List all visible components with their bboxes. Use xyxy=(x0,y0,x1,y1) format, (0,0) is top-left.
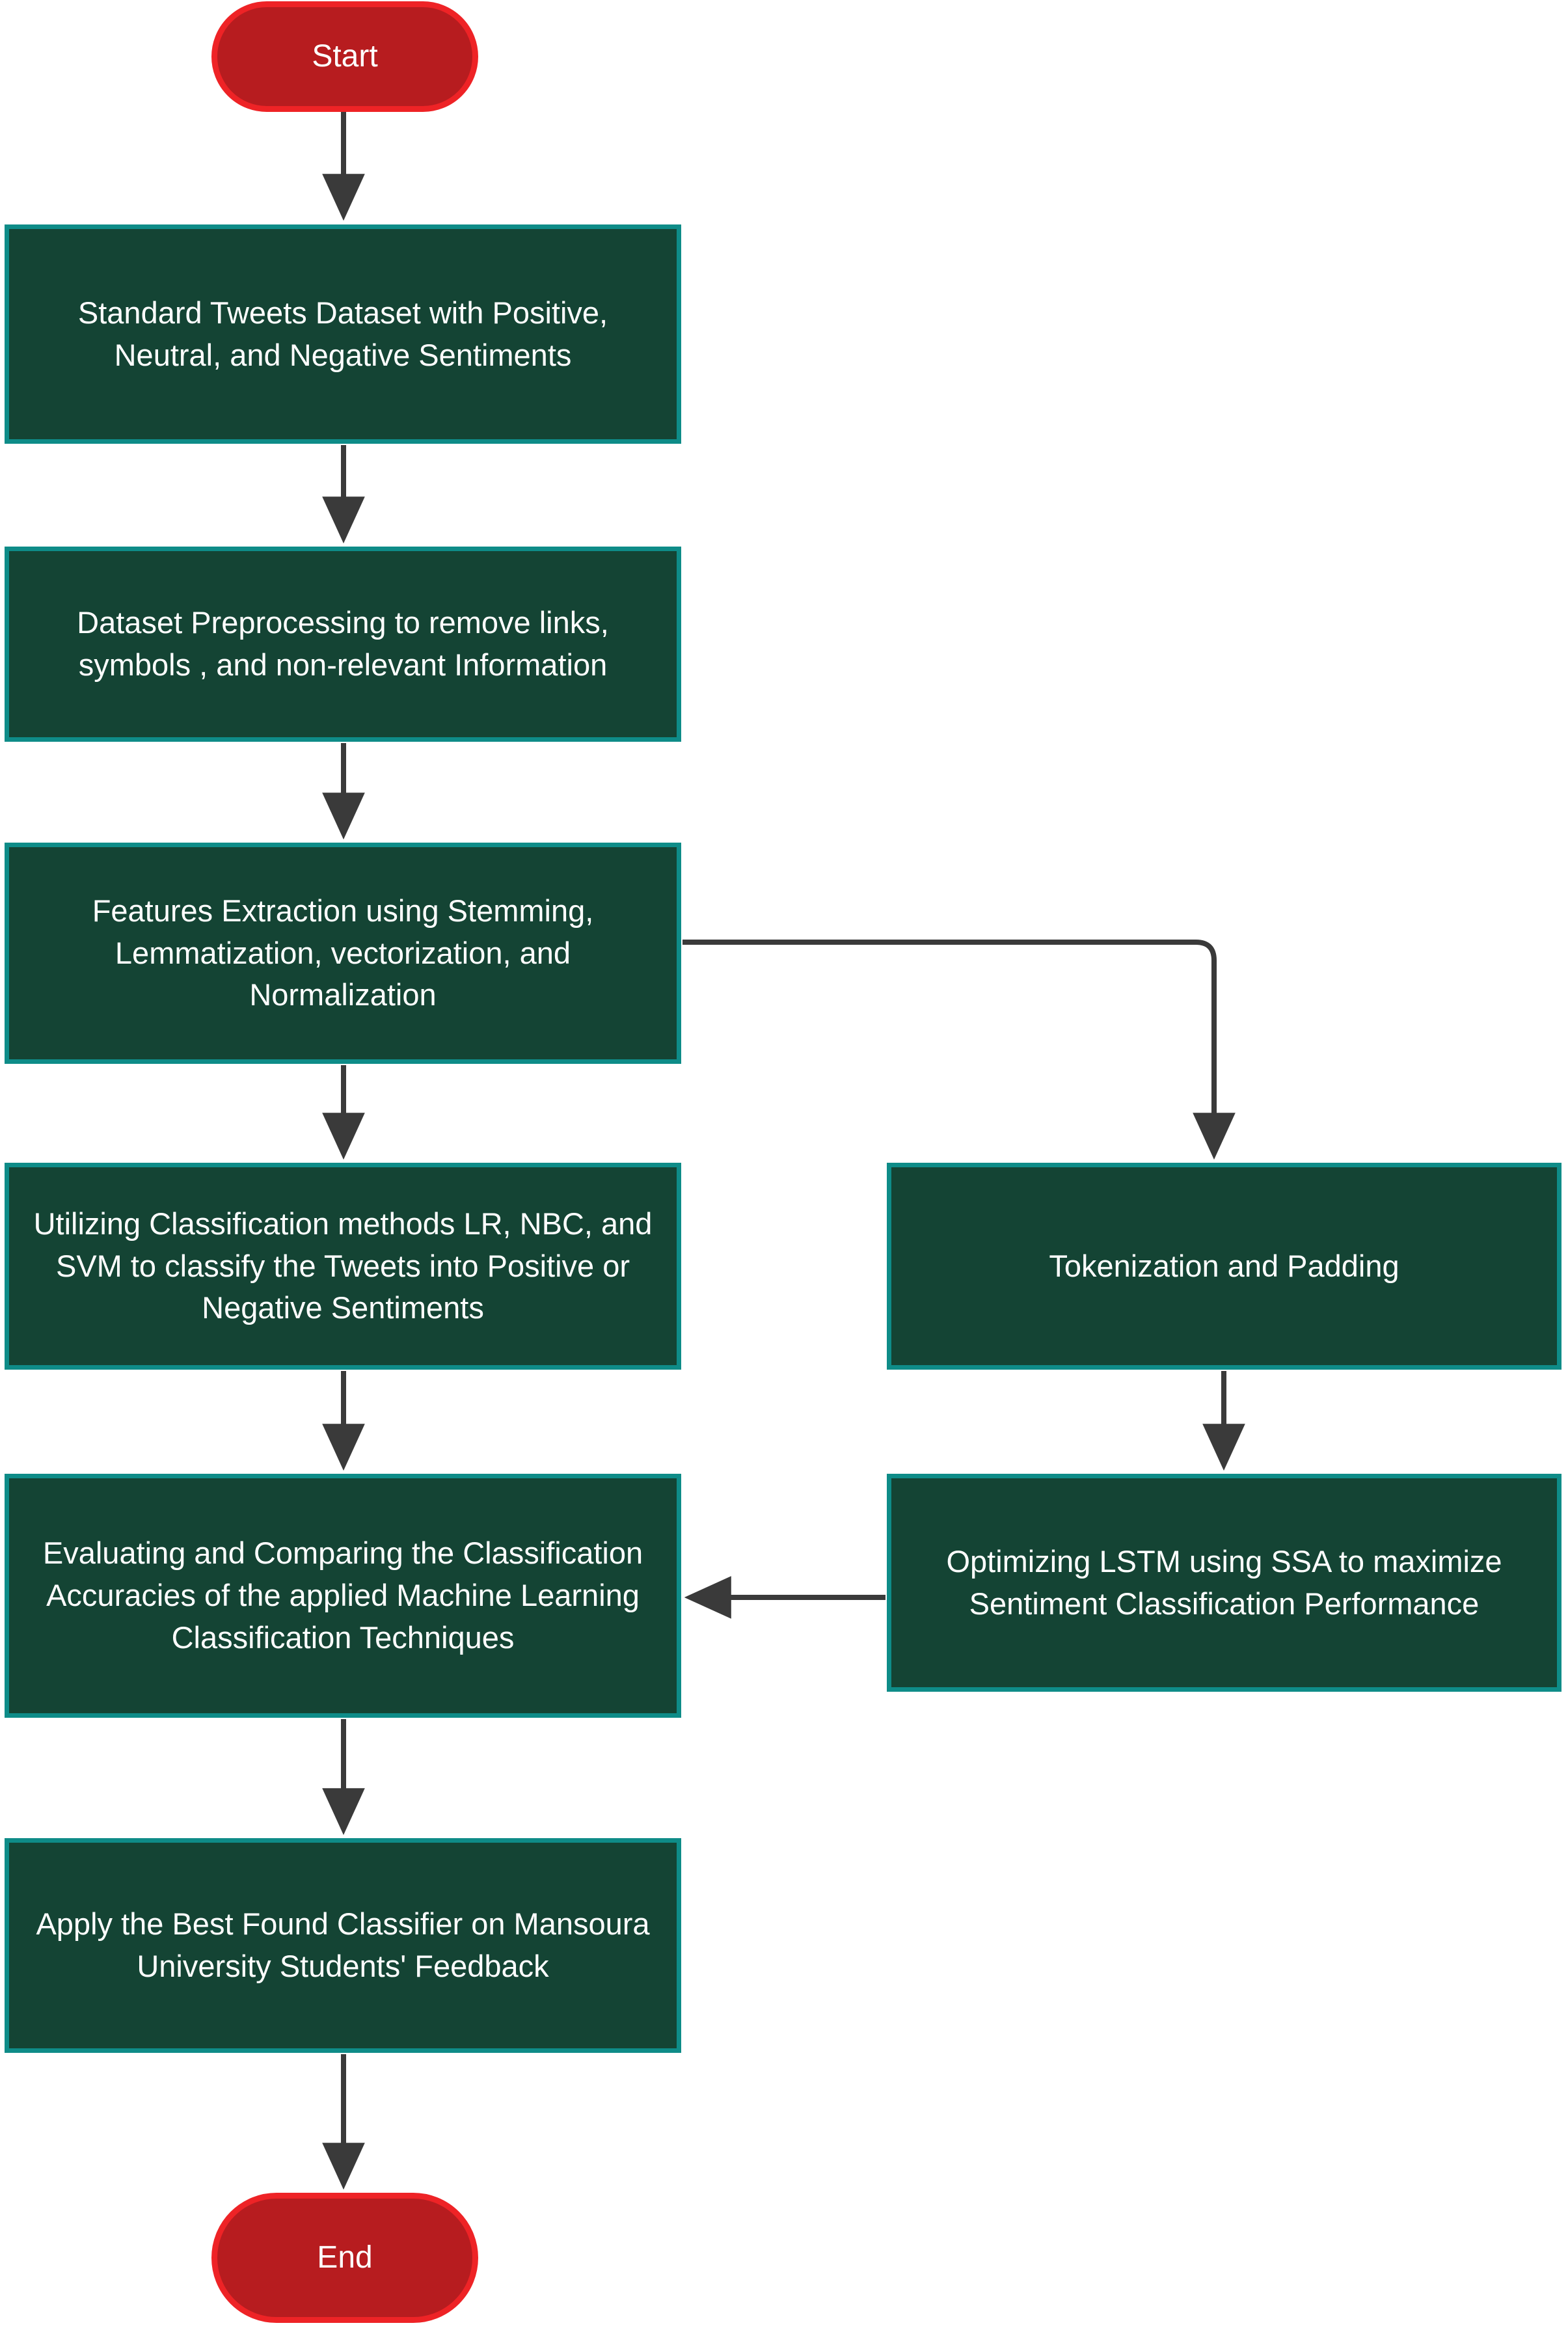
node-evaluating-comparing-label: Evaluating and Comparing the Classificat… xyxy=(42,1536,643,1655)
node-evaluating-comparing[interactable]: Evaluating and Comparing the Classificat… xyxy=(5,1474,681,1718)
node-utilizing-classification-methods[interactable]: Utilizing Classification methods LR, NBC… xyxy=(5,1163,681,1370)
node-standard-tweets-dataset-label: Standard Tweets Dataset with Positive, N… xyxy=(77,295,608,372)
node-utilizing-classification-methods-label: Utilizing Classification methods LR, NBC… xyxy=(33,1206,653,1325)
node-end-label: End xyxy=(317,2240,373,2275)
node-tokenization-padding-label: Tokenization and Padding xyxy=(1049,1248,1399,1283)
node-apply-best-classifier[interactable]: Apply the Best Found Classifier on Manso… xyxy=(5,1838,681,2053)
node-standard-tweets-dataset[interactable]: Standard Tweets Dataset with Positive, N… xyxy=(5,224,681,444)
edge-features-to-tokenize xyxy=(683,940,1236,1160)
node-optimizing-lstm-ssa-label: Optimizing LSTM using SSA to maximize Se… xyxy=(946,1543,1502,1621)
node-start-label: Start xyxy=(312,38,378,74)
node-tokenization-padding[interactable]: Tokenization and Padding xyxy=(887,1163,1561,1370)
node-apply-best-classifier-label: Apply the Best Found Classifier on Manso… xyxy=(36,1906,650,1983)
node-optimizing-lstm-ssa[interactable]: Optimizing LSTM using SSA to maximize Se… xyxy=(887,1474,1561,1692)
node-features-extraction-label: Features Extraction using Stemming, Lemm… xyxy=(92,893,594,1012)
node-features-extraction[interactable]: Features Extraction using Stemming, Lemm… xyxy=(5,843,681,1064)
node-start[interactable]: Start xyxy=(211,1,478,112)
node-dataset-preprocessing[interactable]: Dataset Preprocessing to remove links, s… xyxy=(5,547,681,742)
node-dataset-preprocessing-label: Dataset Preprocessing to remove links, s… xyxy=(77,605,609,682)
node-end[interactable]: End xyxy=(211,2193,478,2323)
